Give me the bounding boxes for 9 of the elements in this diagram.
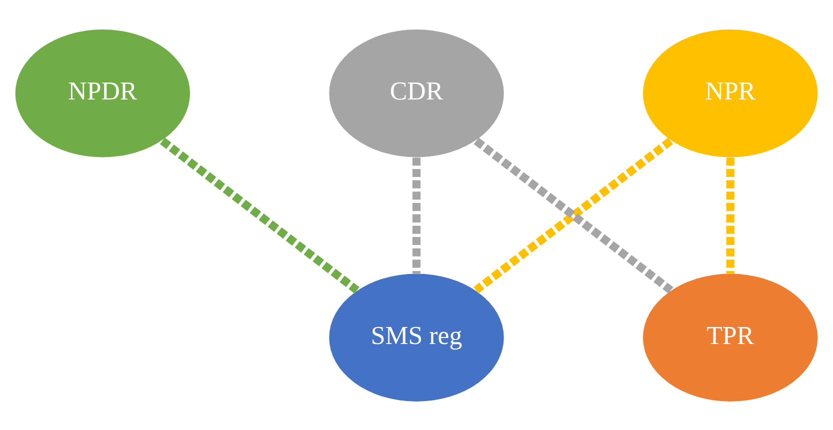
node-ellipse: NPDR — [15, 28, 190, 157]
connector — [474, 137, 674, 293]
node-ellipse: NPR — [642, 28, 818, 157]
node-ellipse: CDR — [329, 28, 504, 157]
connector — [412, 157, 421, 274]
connector — [160, 137, 360, 293]
node-ellipse: TPR — [642, 273, 818, 402]
connector — [726, 157, 734, 274]
node-ellipse: SMS reg — [329, 273, 504, 402]
